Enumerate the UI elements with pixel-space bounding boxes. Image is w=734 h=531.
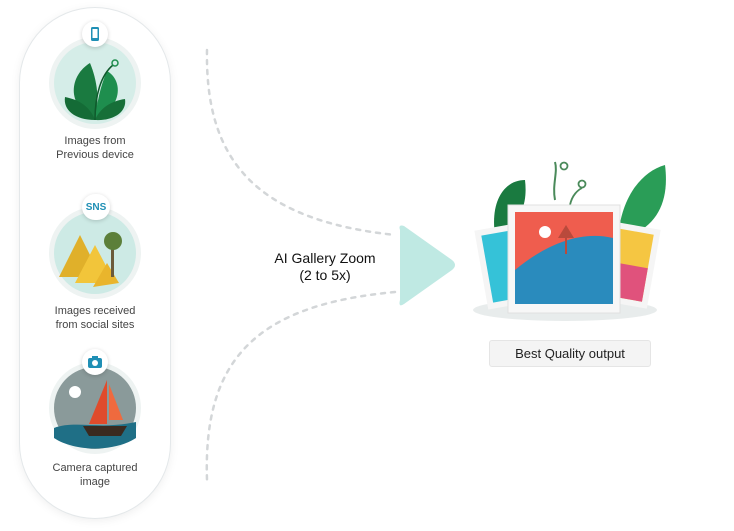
connector-lower (205, 290, 397, 482)
source-label-line: image (80, 476, 110, 488)
output-text: Best Quality output (515, 346, 625, 361)
source-label-line: Camera captured (52, 462, 138, 474)
photos-illustration (473, 161, 666, 321)
output-label: Best Quality output (489, 340, 651, 367)
sns-icon: SNS (82, 194, 110, 220)
sns-badge-text: SNS (85, 201, 107, 213)
flow-connectors (205, 48, 397, 482)
mountains-illustration (49, 207, 141, 299)
process-label: AI Gallery Zoom (2 to 5x) (250, 250, 400, 284)
process-title: AI Gallery Zoom (274, 250, 376, 266)
smartphone-icon (82, 21, 108, 47)
source-label-line: Images received (54, 305, 136, 317)
source-label-line: Previous device (56, 149, 134, 161)
source-label-camera: Camera captured image (20, 461, 170, 489)
source-label-previous-device: Images from Previous device (20, 134, 170, 162)
process-zoom-range: (2 to 5x) (299, 267, 351, 283)
connector-upper (205, 48, 397, 237)
source-label-line: from social sites (55, 319, 135, 331)
camera-icon (82, 349, 108, 375)
play-arrow-icon (399, 225, 455, 306)
source-label-line: Images from (64, 135, 126, 147)
plant-illustration (49, 37, 141, 129)
source-label-social-sites: Images received from social sites (20, 304, 170, 332)
sailboat-illustration (49, 362, 141, 454)
